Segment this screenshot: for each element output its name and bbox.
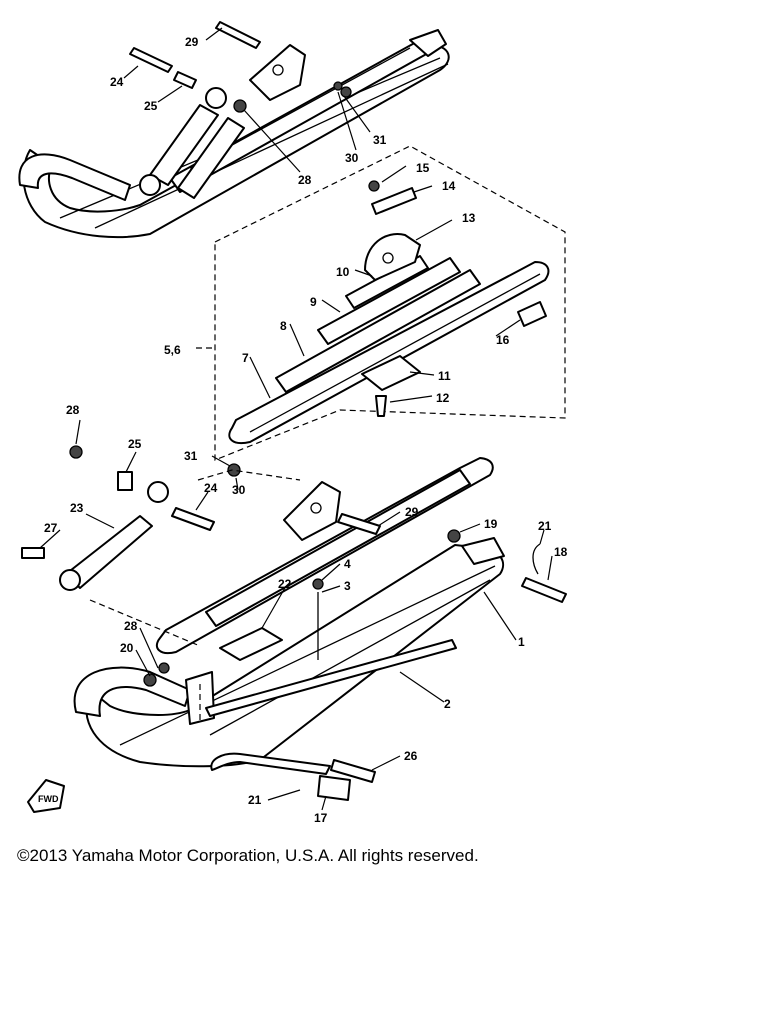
callout-1: 1 xyxy=(518,635,525,649)
callout-25-mid: 25 xyxy=(128,437,142,451)
exploded-ski: FWD xyxy=(21,419,567,813)
assembled-ski xyxy=(18,21,450,239)
callout-21-bottom: 21 xyxy=(248,793,262,807)
callout-4: 4 xyxy=(344,557,351,571)
callout-5-6: 5,6 xyxy=(164,343,181,357)
callout-31-mid: 31 xyxy=(184,449,198,463)
callout-27: 27 xyxy=(44,521,58,535)
callout-30-mid: 30 xyxy=(232,483,246,497)
callout-12: 12 xyxy=(436,391,450,405)
callout-24-mid: 24 xyxy=(204,481,218,495)
callout-11: 11 xyxy=(438,369,451,383)
callout-13: 13 xyxy=(462,211,476,225)
callout-24-top: 24 xyxy=(110,75,124,89)
callout-29-top: 29 xyxy=(185,35,199,49)
ski-assembly-exploded-diagram: FWD 29 24 25 30 31 28 15 14 1 xyxy=(18,21,568,825)
callout-labels: 29 24 25 30 31 28 15 14 13 10 9 8 5,6 7 … xyxy=(44,35,568,825)
leaf-spring-exploded-box xyxy=(196,145,566,461)
callout-15: 15 xyxy=(416,161,430,175)
callout-3: 3 xyxy=(344,579,351,593)
callout-8: 8 xyxy=(280,319,287,333)
callout-17: 17 xyxy=(314,811,328,825)
callout-28-mid: 28 xyxy=(66,403,80,417)
callout-18: 18 xyxy=(554,545,568,559)
callout-25-top: 25 xyxy=(144,99,158,113)
callout-19: 19 xyxy=(484,517,498,531)
callout-26: 26 xyxy=(404,749,418,763)
callout-28-top: 28 xyxy=(298,173,312,187)
callout-31-top: 31 xyxy=(373,133,387,147)
fwd-badge-text: FWD xyxy=(38,794,59,804)
callout-29-mid: 29 xyxy=(405,505,419,519)
callout-2: 2 xyxy=(444,697,451,711)
callout-23: 23 xyxy=(70,501,84,515)
callout-14: 14 xyxy=(442,179,456,193)
callout-30-top: 30 xyxy=(345,151,359,165)
callout-10: 10 xyxy=(336,265,350,279)
callout-22: 22 xyxy=(278,577,292,591)
callout-20: 20 xyxy=(120,641,134,655)
callout-28-bottom: 28 xyxy=(124,619,138,633)
copyright-notice: ©2013 Yamaha Motor Corporation, U.S.A. A… xyxy=(17,846,479,865)
callout-9: 9 xyxy=(310,295,317,309)
callout-7: 7 xyxy=(242,351,249,365)
callout-16: 16 xyxy=(496,333,510,347)
callout-21-right: 21 xyxy=(538,519,552,533)
